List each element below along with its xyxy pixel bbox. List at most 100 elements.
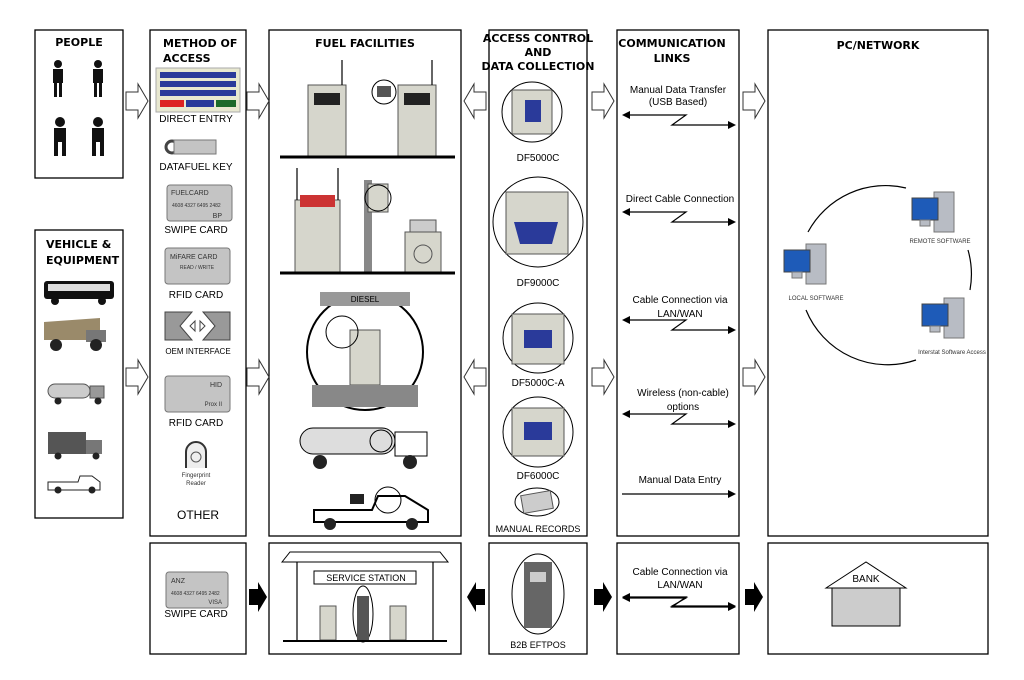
link-label: LAN/WAN: [657, 309, 702, 320]
card-brand: ANZ: [171, 578, 186, 585]
fingerprint-label-1: Fingerprint: [182, 473, 211, 479]
bottom-link-2: LAN/WAN: [657, 580, 702, 591]
eftpos-icon: [511, 553, 565, 635]
mifare-card-icon: MiFARE CARD READ / WRITE: [164, 247, 231, 285]
swipe-card-label: SWIPE CARD: [164, 609, 227, 620]
tanker-truck-icon: [47, 383, 105, 405]
diesel-label: DIESEL: [351, 295, 380, 304]
visa-card-icon: ANZ 4608 4327 6495 2482 VISA: [165, 571, 229, 609]
df9000c-device: [492, 176, 584, 268]
person-icons: [53, 60, 104, 156]
link-label: Cable Connection via: [632, 295, 727, 306]
datafuel-key-icon: [164, 139, 217, 155]
fuel-title: FUEL FACILITIES: [315, 37, 415, 50]
vehicle-title-2: EQUIPMENT: [46, 254, 120, 267]
arrow-left-icon: [467, 582, 485, 612]
manual-records-icon: [514, 487, 560, 517]
oem-interface-icon: [164, 311, 231, 341]
node-remote-software: REMOTE SOFTWARE: [909, 239, 970, 245]
method-title-1: METHOD OF: [163, 37, 237, 50]
bottom-arrows: [249, 582, 763, 612]
link-label: Manual Data Transfer: [630, 85, 727, 96]
arrow-left-icon: [463, 358, 487, 396]
device-manual-records: MANUAL RECORDS: [496, 524, 581, 534]
arrow-right-icon: [125, 358, 149, 396]
person-icon: [93, 60, 103, 97]
person-icon: [54, 117, 66, 156]
arrow-right-icon: [125, 82, 149, 120]
method-swipe-card: SWIPE CARD: [164, 225, 227, 236]
link-label: Direct Cable Connection: [626, 194, 734, 205]
fuel-dispensers: [280, 60, 455, 159]
zigzag-arrow: [622, 208, 736, 226]
df5000c-a-device: [502, 302, 574, 374]
arrow-right-icon: [591, 82, 615, 120]
mifare-label: MiFARE CARD: [170, 254, 217, 261]
computer-icon: [783, 243, 827, 285]
dump-truck-icon: [44, 318, 106, 351]
people-box: [34, 29, 124, 179]
computer-icon: [921, 297, 965, 339]
fingerprint-label-2: Reader: [186, 481, 206, 487]
pickup-tank-icon: [313, 486, 429, 530]
link-label: (USB Based): [649, 97, 707, 108]
fuelcard-icon: FUELCARD 4608 4327 6495 2482 BP: [166, 184, 233, 222]
hid-card-icon: HID Prox II: [164, 375, 231, 413]
device-df6000c-label: DF6000C: [517, 471, 560, 482]
bank-label: BANK: [852, 574, 880, 585]
method-datafuel-key: DATAFUEL KEY: [159, 162, 232, 173]
method-rfid-card-2: RFID CARD: [169, 418, 223, 429]
vehicle-box: [34, 229, 124, 519]
manual-entry-arrow: [622, 490, 736, 498]
access-title-1: ACCESS CONTROL: [483, 32, 593, 45]
service-station-label: SERVICE STATION: [326, 573, 406, 583]
method-other: OTHER: [177, 508, 219, 522]
arrow-right-icon: [742, 358, 766, 396]
fuelcard-brand: BP: [213, 213, 223, 220]
person-icon: [92, 117, 104, 156]
network-ring: [805, 185, 972, 366]
comm-links: Manual Data Transfer (USB Based) Direct …: [626, 85, 734, 486]
person-icon: [53, 60, 63, 97]
device-df5000c: DF5000C: [517, 153, 560, 164]
eftpos-label: B2B EFTPOS: [510, 640, 566, 650]
arrow-right-icon: [591, 358, 615, 396]
method-title-2: ACCESS: [163, 52, 211, 65]
box-truck-icon: [48, 432, 102, 460]
method-oem-interface: OEM INTERFACE: [165, 347, 230, 356]
flow-arrows: [125, 82, 766, 396]
comm-title-1: COMMUNICATION: [618, 37, 725, 50]
card-number: 4608 4327 6495 2482: [171, 591, 220, 597]
keypad-icon: [155, 67, 241, 113]
link-label: Manual Data Entry: [639, 475, 722, 486]
hid-label: HID: [210, 382, 222, 389]
df6000c-device: [502, 396, 574, 468]
fuel-station-equipment: [280, 168, 455, 275]
access-title-2: AND: [525, 46, 552, 59]
bank-icon: [824, 561, 908, 627]
arrow-right-icon: [594, 582, 612, 612]
arrow-right-icon: [742, 82, 766, 120]
card-type: VISA: [208, 600, 222, 606]
node-interstat-access: Interstat Software Access: [918, 350, 986, 356]
zigzag-arrow: [622, 410, 736, 428]
fuelcard-label: FUELCARD: [171, 190, 209, 197]
bus-icon: [44, 281, 114, 305]
device-df9000c: DF9000C: [517, 278, 560, 289]
computer-icon: [911, 191, 955, 233]
link-label: options: [667, 402, 699, 413]
df5000c-device: [501, 81, 563, 143]
bottom-link-1: Cable Connection via: [632, 567, 727, 578]
arrow-right-icon: [246, 82, 270, 120]
zigzag-arrow: [622, 316, 736, 334]
mifare-sub: READ / WRITE: [180, 265, 215, 271]
vehicle-icons: [44, 281, 114, 494]
network-title: PC/NETWORK: [837, 39, 920, 52]
pickup-icon: [47, 475, 101, 494]
link-label: Wireless (non-cable): [637, 388, 729, 399]
bottom-link-arrow: [622, 594, 736, 610]
fuelcard-number: 4608 4327 6495 2482: [172, 203, 221, 209]
vehicle-title-1: VEHICLE &: [46, 238, 112, 251]
hid-sub: Prox II: [205, 402, 223, 408]
arrow-right-icon: [249, 582, 267, 612]
